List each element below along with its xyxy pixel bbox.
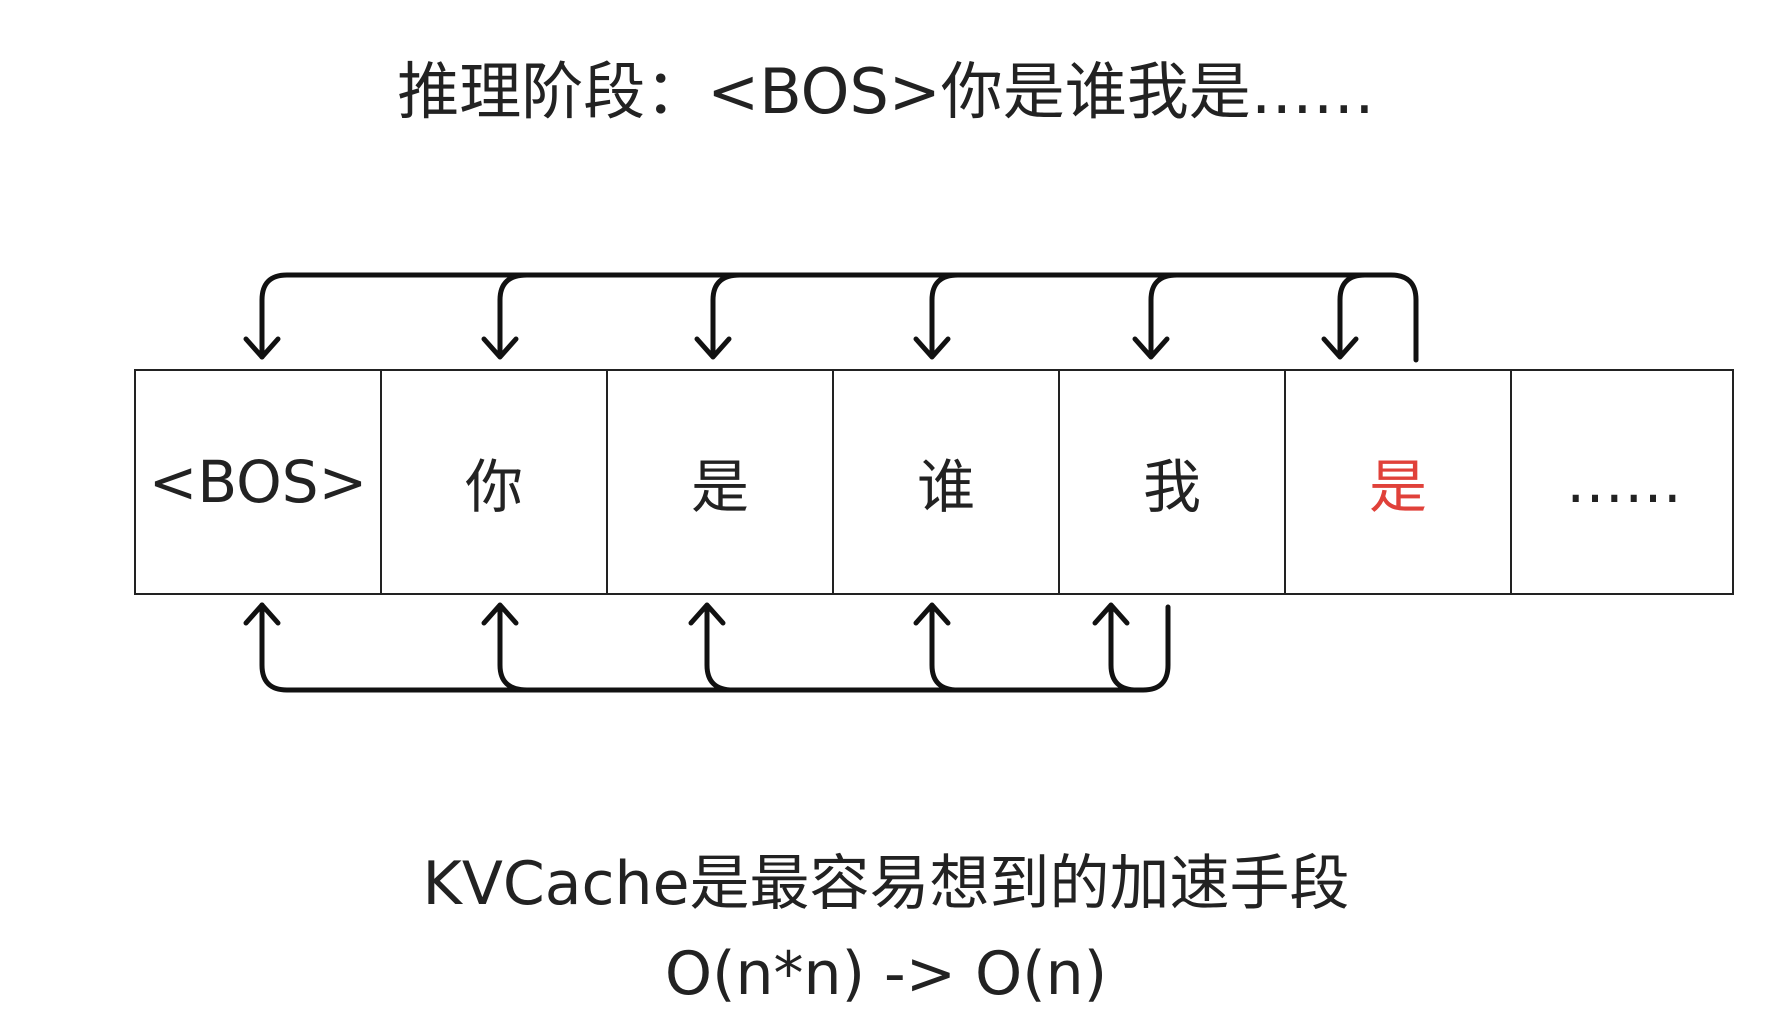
bottom-bracket-line [259,602,1171,693]
token-sequence: <BOS> 你 是 谁 我 是 …… [134,369,1734,595]
top-branch-shi-current [1321,272,1368,360]
top-branch-ni [481,272,530,360]
token-cell-bos: <BOS> [136,371,382,593]
token-cell-shi-current: 是 [1286,371,1512,593]
top-branch-shi [694,272,743,360]
token-cell-wo: 我 [1060,371,1286,593]
token-cell-ellipsis: …… [1566,448,1682,516]
bottom-branch-ni [481,602,530,693]
bottom-branch-shui [913,602,961,693]
top-bracket-line [259,272,1419,363]
diagram-title: 推理阶段：<BOS>你是谁我是…… [397,55,1375,128]
token-cell-shui: 谁 [834,371,1060,593]
token-cell-shi: 是 [608,371,834,593]
complexity-formula: O(n*n) -> O(n) [664,939,1108,1009]
footer-caption: KVCache是最容易想到的加速手段 [422,849,1350,919]
bottom-arrow-to-bos [243,602,281,626]
top-branch-shui [913,272,961,360]
bottom-branch-shi [688,602,736,693]
top-branch-wo [1132,272,1180,360]
bottom-branch-wo [1092,602,1140,693]
token-cell-ni: 你 [382,371,608,593]
top-arrow-to-bos [243,336,281,360]
